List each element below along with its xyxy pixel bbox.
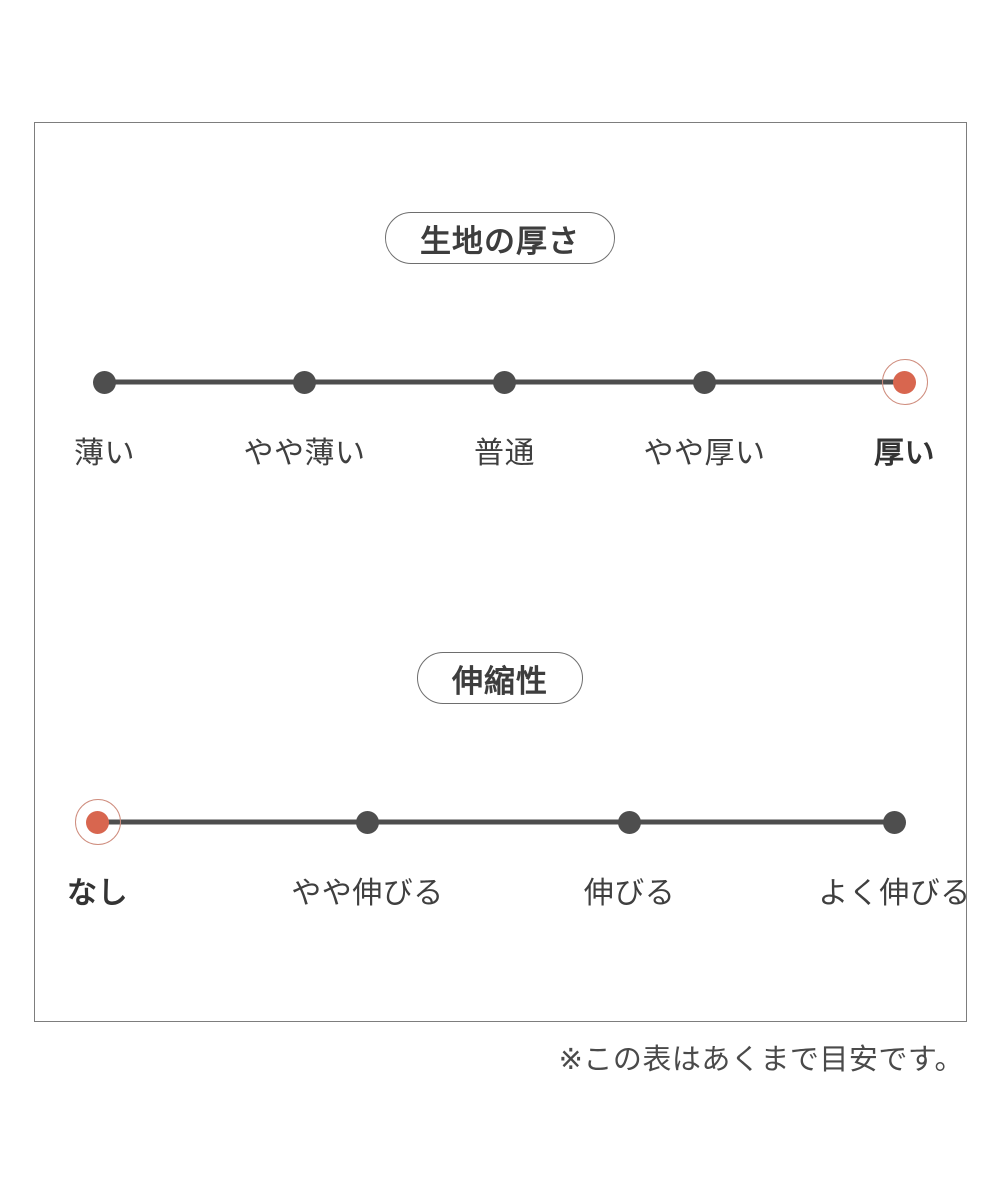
stretch-slider-track xyxy=(97,819,895,825)
thickness-title-pill: 生地の厚さ xyxy=(385,212,615,264)
thickness-stop-1[interactable] xyxy=(293,370,316,394)
stretch-label-1[interactable]: やや伸びる xyxy=(291,877,444,910)
thickness-stop-3[interactable] xyxy=(693,370,716,394)
thickness-label-0[interactable]: 薄い xyxy=(74,437,135,470)
disclaimer-note: ※この表はあくまで目安です。 xyxy=(558,1044,964,1076)
thickness-slider[interactable] xyxy=(34,352,967,412)
thickness-stop-0[interactable] xyxy=(93,370,116,394)
stretch-label-3[interactable]: よく伸びる xyxy=(818,877,971,910)
stretch-stop-2[interactable] xyxy=(618,810,641,834)
stretch-stop-0-selected[interactable] xyxy=(74,799,121,845)
stretch-title-row: 伸縮性 xyxy=(0,652,1000,704)
thickness-label-1[interactable]: やや薄い xyxy=(243,437,366,470)
stretch-stop-3[interactable] xyxy=(883,810,906,834)
stretch-labels: なし やや伸びる 伸びる よく伸びる xyxy=(34,872,970,920)
section-stretch: 伸縮性 なし やや伸びる 伸びる よく伸びる xyxy=(0,652,1000,920)
thickness-labels: 薄い やや薄い 普通 やや厚い 厚い xyxy=(34,432,967,480)
thickness-title-row: 生地の厚さ xyxy=(0,212,1000,264)
thickness-stop-4-selected[interactable] xyxy=(881,359,928,405)
stretch-label-2[interactable]: 伸びる xyxy=(583,877,676,910)
thickness-stop-2[interactable] xyxy=(493,370,516,394)
stretch-title-pill: 伸縮性 xyxy=(417,652,583,704)
stretch-slider[interactable] xyxy=(34,792,967,852)
stretch-stop-1[interactable] xyxy=(356,810,379,834)
thickness-label-4-selected[interactable]: 厚い xyxy=(874,437,935,470)
section-thickness: 生地の厚さ 薄い やや薄い 普通 やや厚い 厚い xyxy=(0,212,1000,480)
thickness-label-2[interactable]: 普通 xyxy=(474,437,535,470)
stretch-label-0-selected[interactable]: なし xyxy=(67,877,128,910)
thickness-label-3[interactable]: やや厚い xyxy=(643,437,766,470)
content-frame xyxy=(34,122,967,1022)
